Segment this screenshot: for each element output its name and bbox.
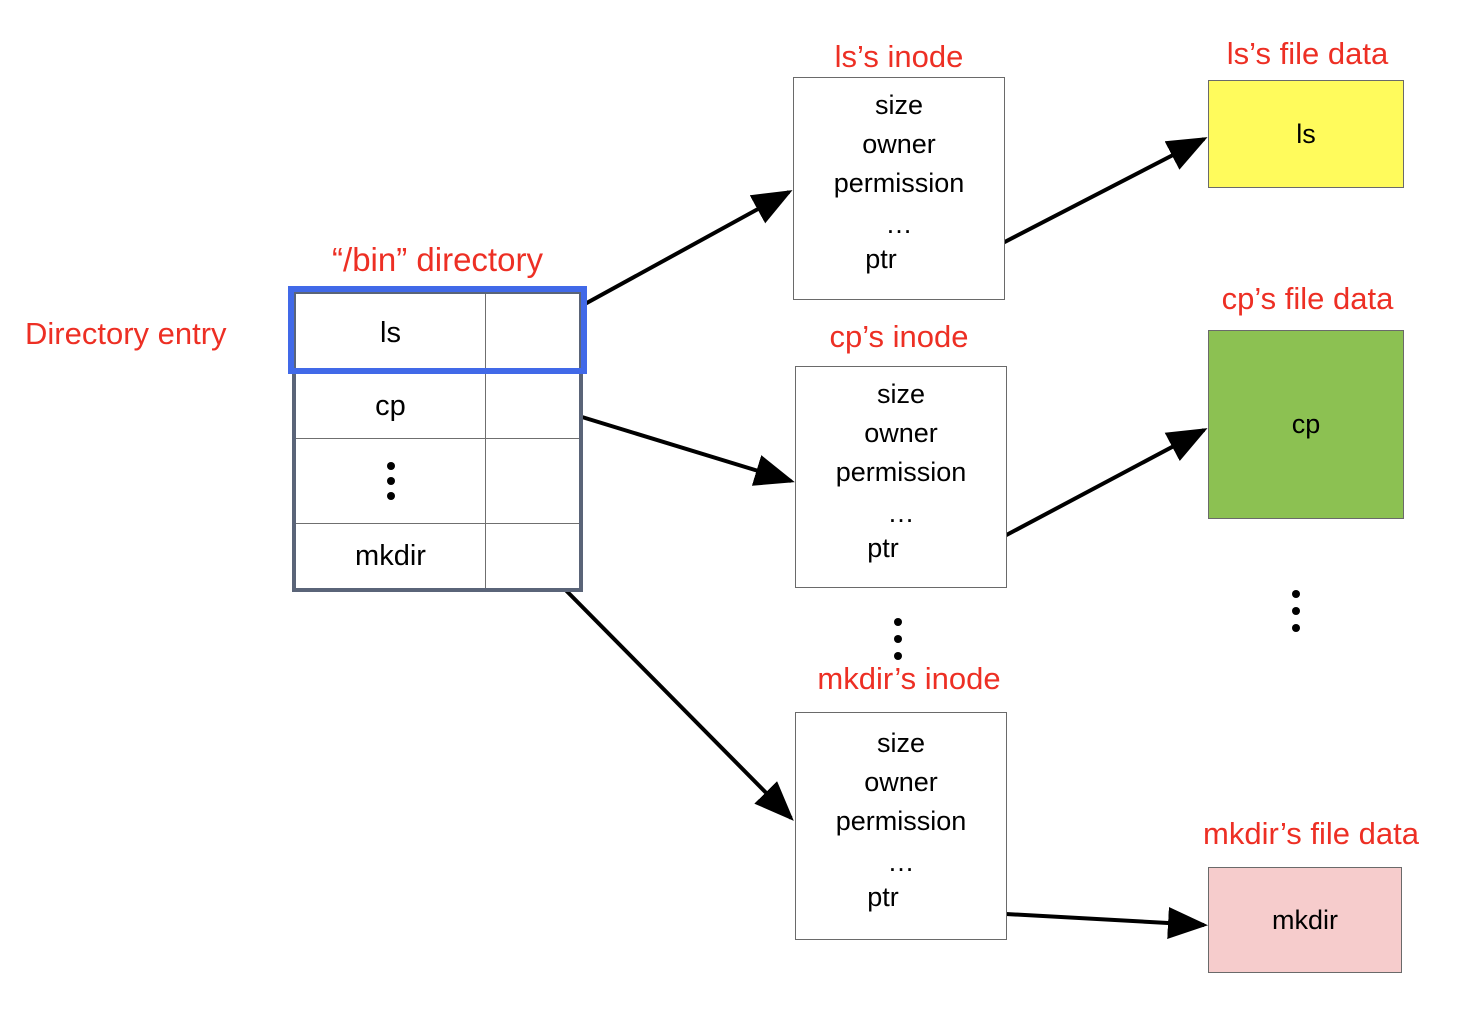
vertical-ellipsis-icon — [386, 462, 395, 500]
ls-file-data-title: ls’s file data — [1226, 36, 1389, 71]
cp-file-data-label: cp — [1291, 409, 1321, 439]
mkdir-file-data-box: mkdir — [1208, 867, 1402, 973]
dir-entry-name-cell: ls — [296, 294, 486, 373]
cp-inode-title: cp’s inode — [829, 319, 969, 354]
table-row-ellipsis — [296, 439, 579, 524]
dir-entry-name: mkdir — [355, 539, 426, 572]
mkdir-inode-box: size owner permission … ptr — [795, 712, 1007, 940]
dir-entry-ptr-cell — [486, 524, 583, 588]
dir-entry-name-cell: mkdir — [296, 524, 486, 588]
dir-entry-name-cell: cp — [296, 374, 486, 438]
mkdir-file-data-label: mkdir — [1272, 904, 1338, 935]
inode-field-owner: owner — [864, 767, 938, 797]
dir-entry-ptr-cell — [486, 294, 583, 373]
inode-field-ptr: ptr — [867, 533, 899, 563]
dir-entry-ptr-cell — [486, 439, 583, 523]
cp-file-data-title: cp’s file data — [1221, 281, 1394, 316]
inode-field-ptr: ptr — [865, 244, 897, 274]
inode-field-size: size — [874, 90, 923, 120]
dir-entry-name-cell — [296, 439, 486, 523]
cp-file-data-box: cp — [1208, 330, 1404, 519]
inode-field-permission: permission — [835, 457, 967, 487]
directory-table-title: “/bin” directory — [332, 241, 543, 278]
inode-field-ptr: ptr — [867, 882, 899, 912]
directory-table: ls cp mkdir — [292, 290, 583, 592]
dir-entry-ptr-cell — [486, 374, 583, 438]
ls-file-data-box: ls — [1208, 80, 1404, 188]
cp-inode-fields: size owner permission … ptr — [796, 381, 1006, 562]
inode-field-size: size — [876, 728, 925, 758]
directory-entry-label: Directory entry — [25, 316, 227, 351]
table-row[interactable]: ls — [296, 294, 579, 374]
mkdir-inode-title: mkdir’s inode — [817, 661, 1001, 696]
inode-column-ellipsis-icon — [894, 618, 902, 660]
inode-field-owner: owner — [862, 129, 936, 159]
data-column-ellipsis-icon — [1292, 590, 1300, 632]
inode-field-permission: permission — [833, 168, 965, 198]
inode-field-permission: permission — [835, 806, 967, 836]
mkdir-inode-fields: size owner permission … ptr — [796, 730, 1006, 911]
table-row[interactable]: mkdir — [296, 524, 579, 588]
inode-field-ellipsis: … — [887, 847, 915, 877]
dir-entry-name: cp — [375, 389, 406, 422]
ls-file-data-label: ls — [1296, 118, 1316, 149]
table-row[interactable]: cp — [296, 374, 579, 439]
ls-inode-title: ls’s inode — [834, 39, 964, 74]
inode-field-ellipsis: … — [887, 498, 915, 528]
dir-entry-name: ls — [380, 317, 401, 349]
ls-inode-fields: size owner permission … ptr — [794, 92, 1004, 273]
ls-inode-box: size owner permission … ptr — [793, 77, 1005, 300]
inode-field-size: size — [876, 379, 925, 409]
inode-field-owner: owner — [864, 418, 938, 448]
arrow-mkdir-entry-to-inode — [531, 555, 794, 821]
cp-inode-box: size owner permission … ptr — [795, 366, 1007, 588]
inode-field-ellipsis: … — [885, 209, 913, 239]
mkdir-file-data-title: mkdir’s file data — [1203, 816, 1419, 851]
